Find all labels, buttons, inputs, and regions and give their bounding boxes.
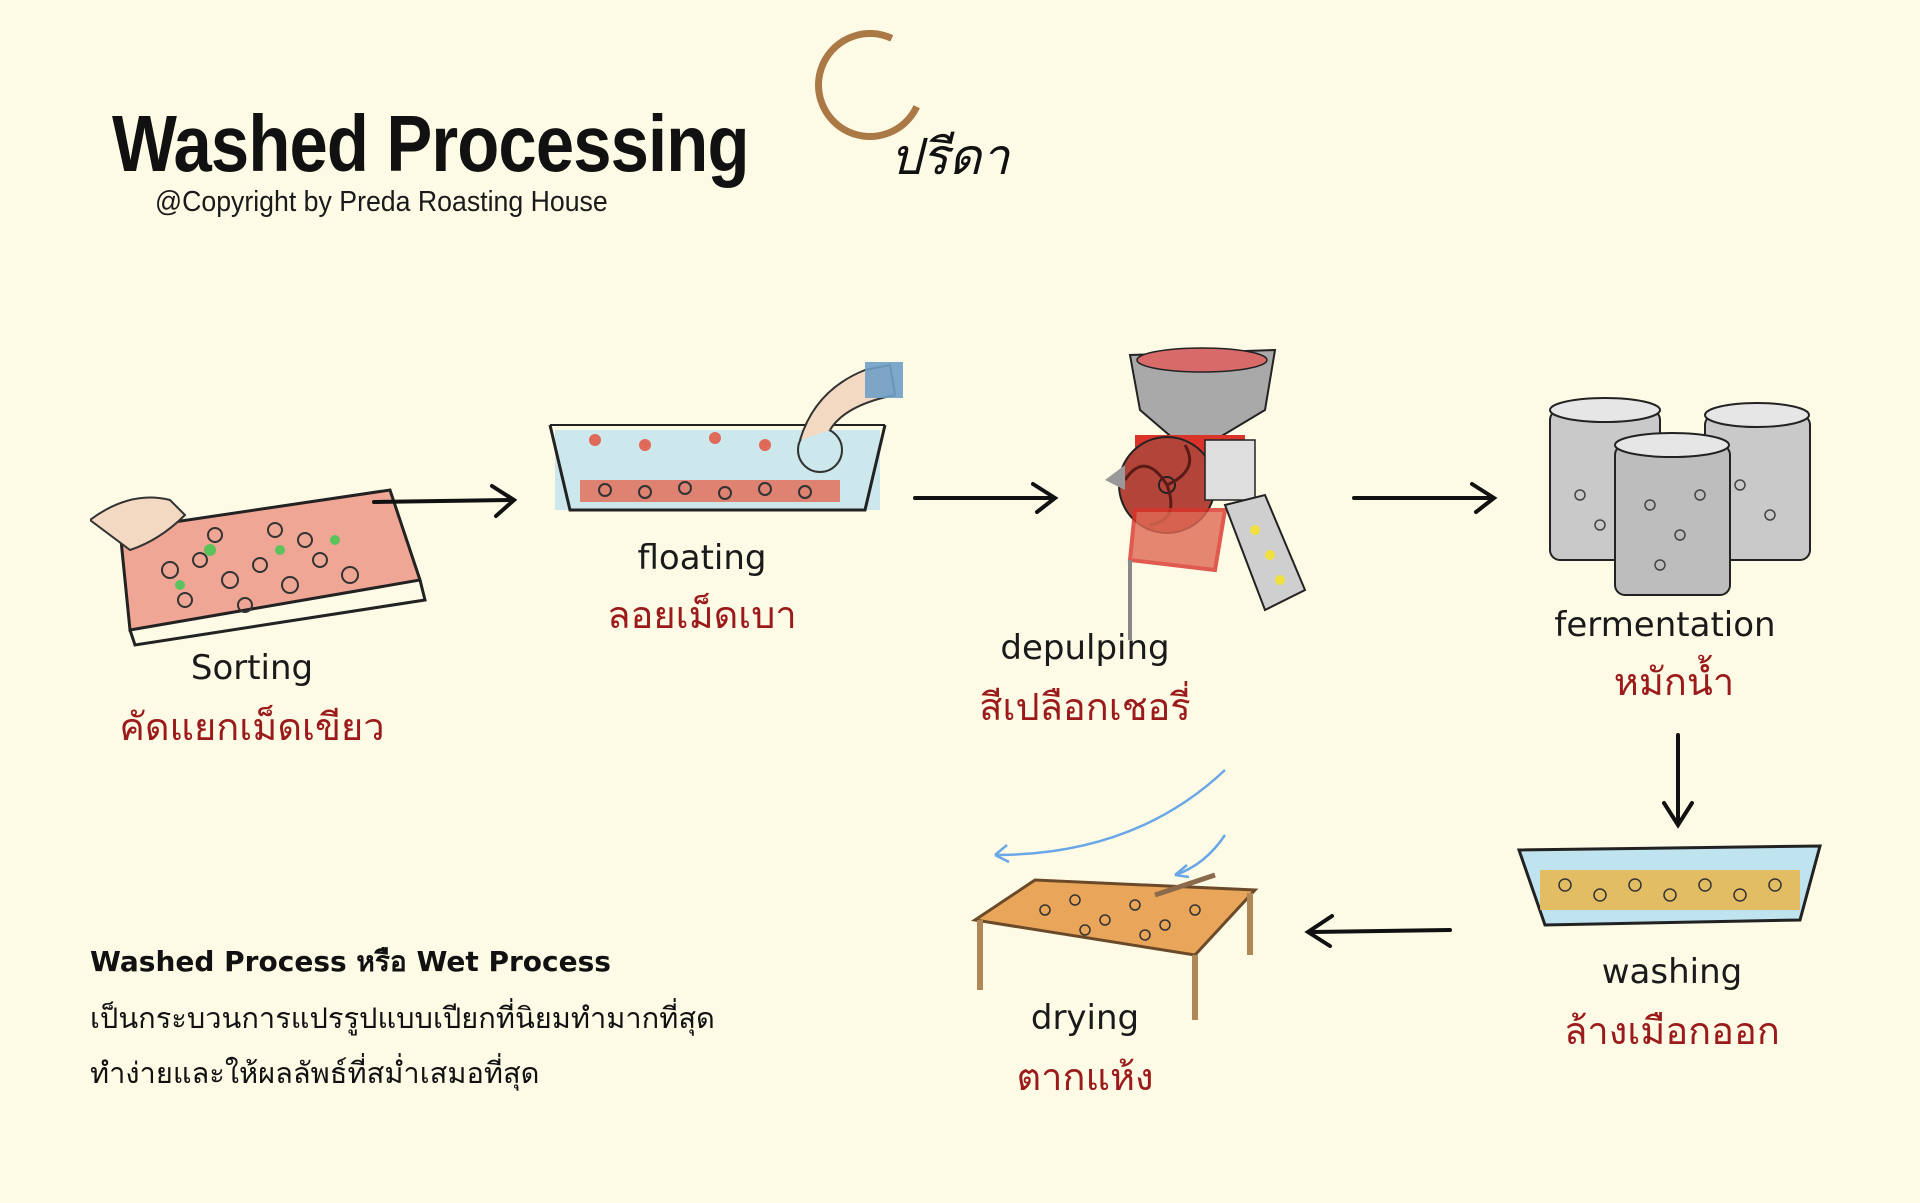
step-sorting-th: คัดแยกเม็ดเขียว (119, 705, 385, 749)
step-depulping-th: สีเปลือกเชอรี่ (979, 685, 1191, 729)
step-depulping: depulping สีเปลือกเชอรี่ (925, 628, 1245, 737)
arrow-right-icon (1352, 482, 1498, 514)
description-line-2: ทำง่ายและให้ผลลัพธ์ที่สม่ำเสมอที่สุด (90, 1056, 540, 1090)
step-washing-en: washing (1601, 952, 1743, 992)
step-floating-en: floating (637, 538, 767, 578)
arrow-right-icon (913, 482, 1059, 514)
step-fermentation-en: fermentation (1554, 605, 1776, 645)
brand-logo-text: ปรีดา (890, 128, 1010, 186)
step-sorting: Sorting คัดแยกเม็ดเขียว (92, 648, 412, 757)
step-drying-th: ตากแห้ง (1016, 1055, 1154, 1099)
floating-tank-icon (548, 362, 903, 512)
depulper-machine-icon (1105, 347, 1307, 640)
step-washing-th: ล้างเมือกออก (1564, 1009, 1780, 1053)
step-washing: washing ล้างเมือกออก (1512, 952, 1832, 1061)
step-sorting-en: Sorting (190, 648, 314, 688)
sorting-tray-icon (90, 488, 427, 647)
description-heading: Washed Process หรือ Wet Process (90, 945, 611, 978)
description-line-1: เป็นกระบวนการแปรรูปแบบเปียกที่นิยมทำมากท… (90, 1001, 715, 1035)
copyright-text: @Copyright by Preda Roasting House (155, 186, 608, 218)
washing-basin-icon (1516, 844, 1822, 927)
drying-bed-icon (970, 769, 1259, 1020)
step-fermentation-th: หมักน้ำ (1613, 660, 1735, 704)
arrow-right-icon (372, 484, 518, 518)
page-title: Washed Processing (112, 99, 749, 188)
arrow-left-icon (1304, 914, 1452, 948)
fermentation-tanks-icon (1549, 397, 1811, 596)
step-floating: floating ลอยเม็ดเบา (542, 538, 862, 645)
step-floating-th: ลอยเม็ดเบา (607, 593, 797, 637)
arrow-down-icon (1662, 733, 1694, 829)
step-drying: drying ตากแห้ง (925, 998, 1245, 1107)
step-depulping-en: depulping (1000, 628, 1170, 668)
step-fermentation: fermentation หมักน้ำ (1505, 605, 1825, 712)
step-drying-en: drying (1030, 998, 1140, 1038)
